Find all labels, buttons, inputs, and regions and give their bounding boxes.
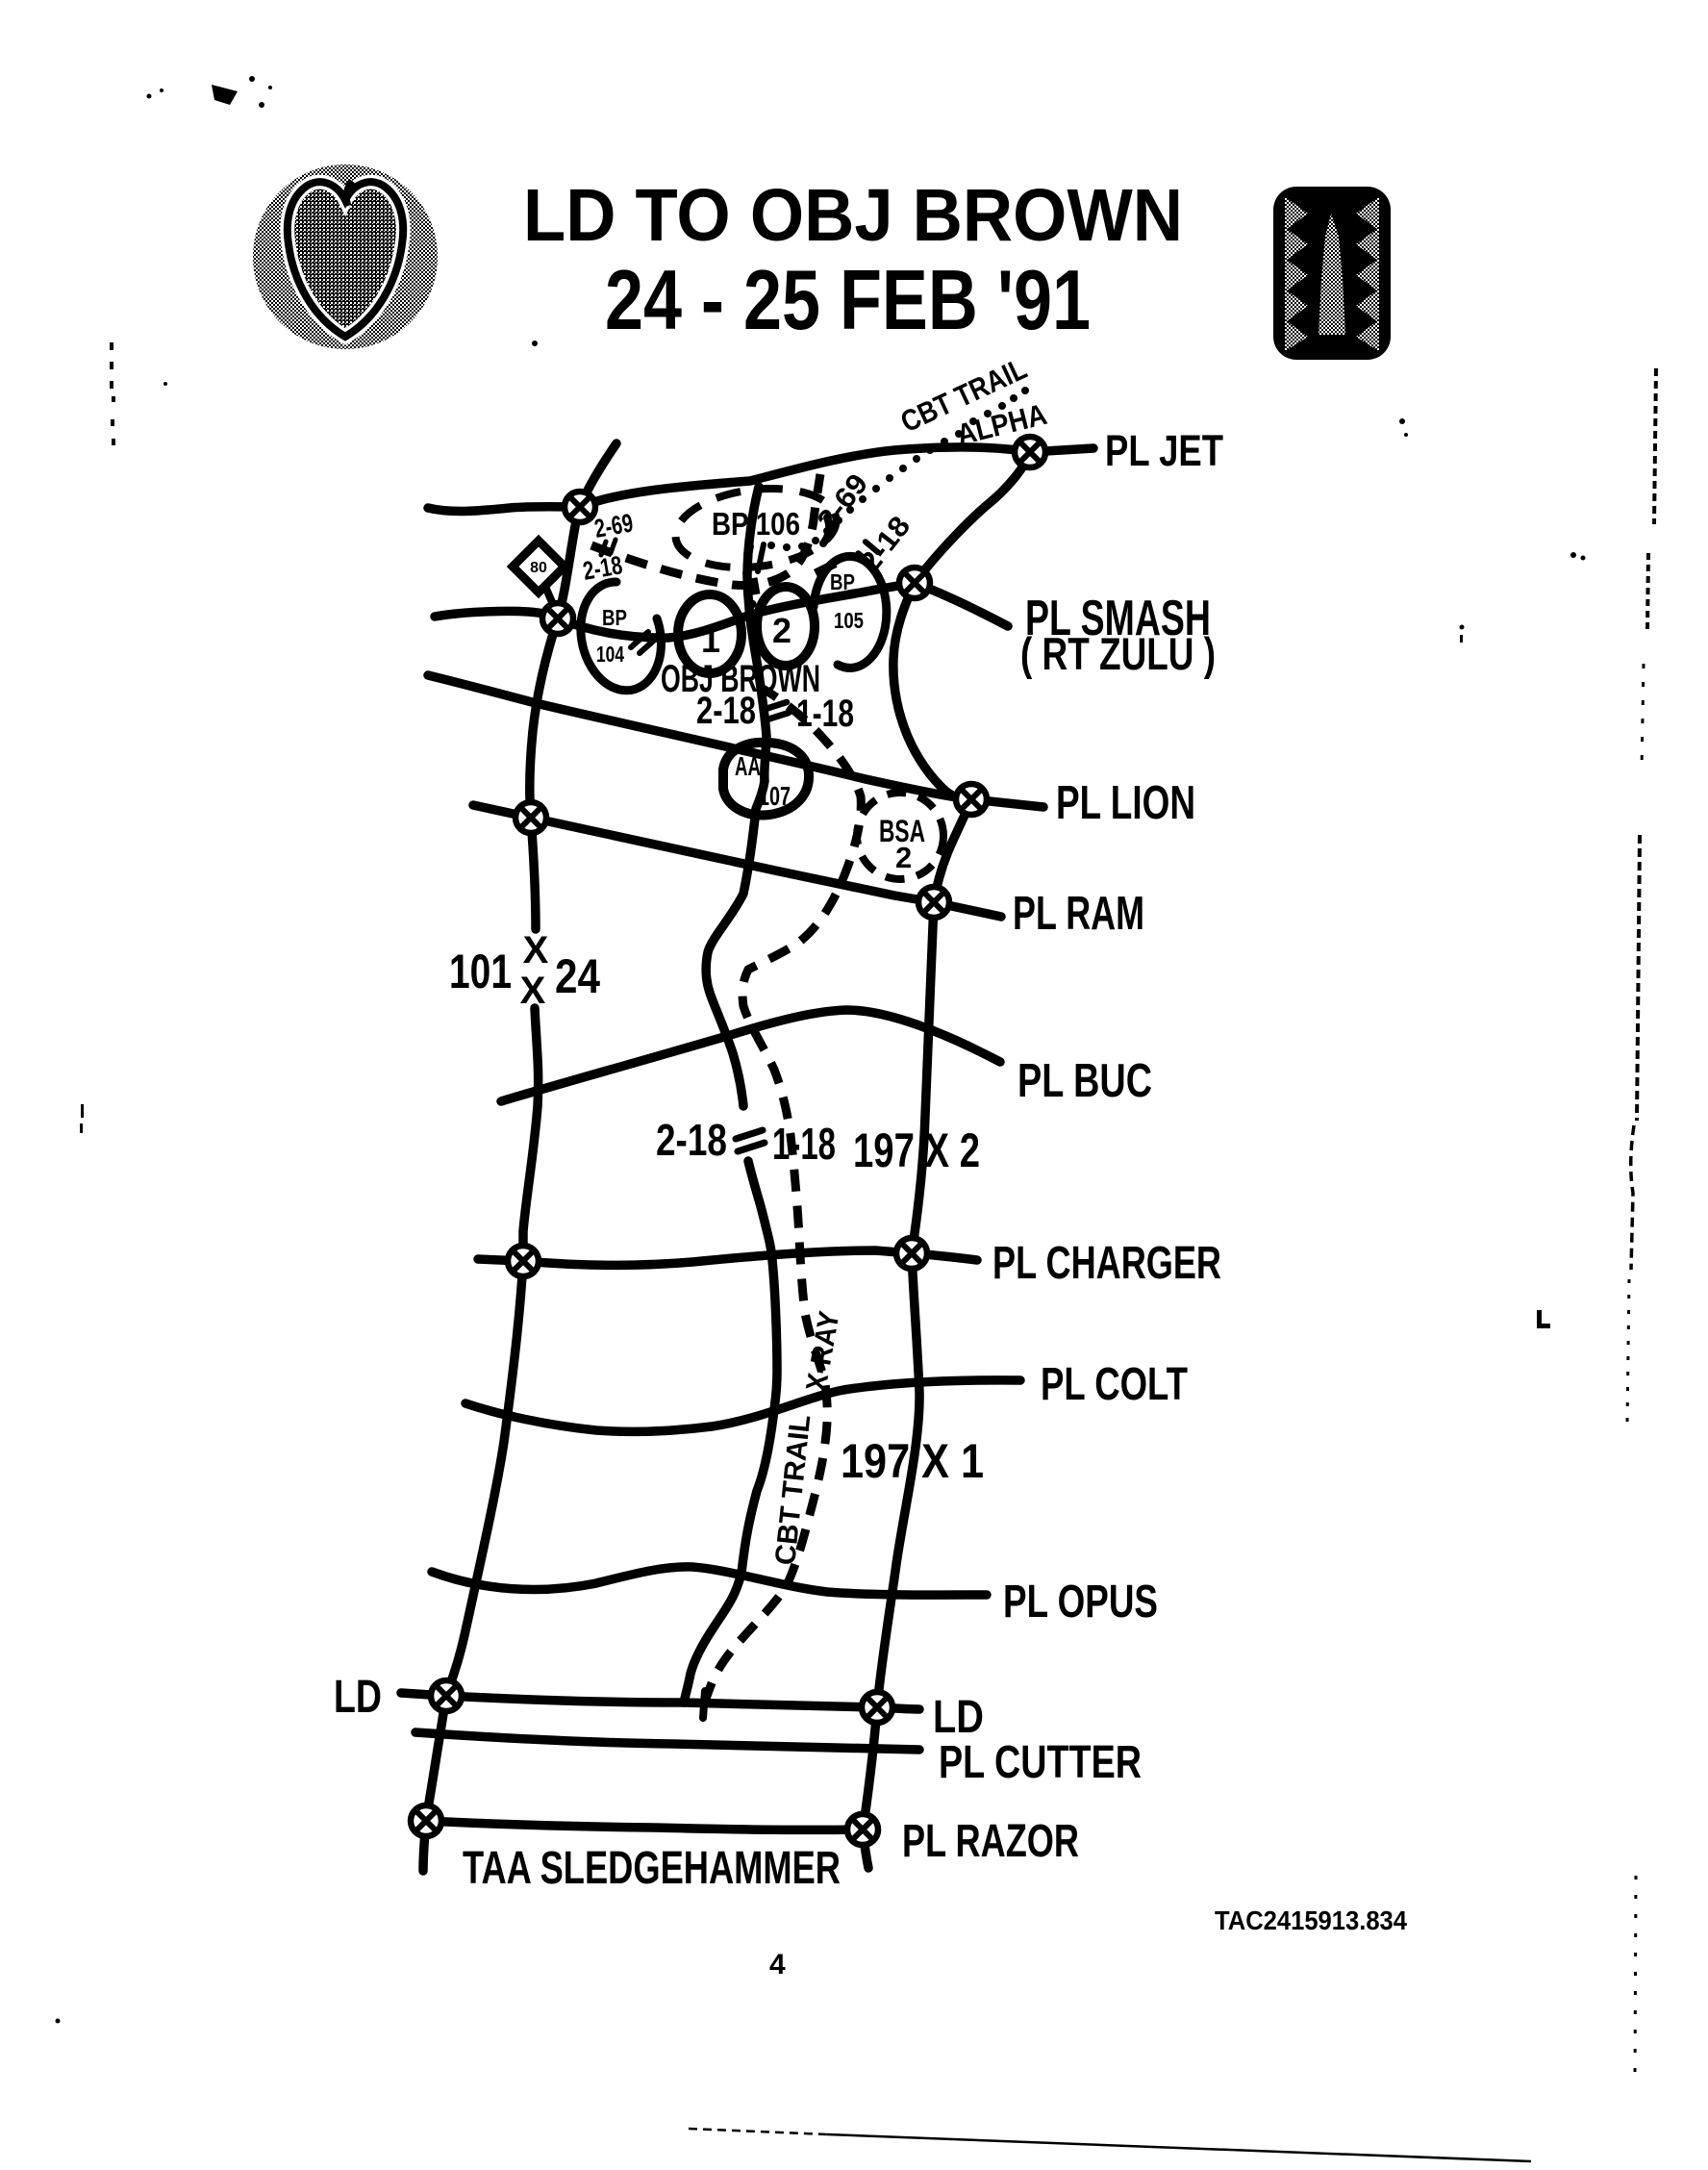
svg-text:24: 24: [555, 949, 600, 1003]
svg-text:PL LION: PL LION: [1056, 777, 1195, 829]
svg-text:PL COLT: PL COLT: [1041, 1359, 1188, 1410]
svg-text:LD: LD: [334, 1672, 382, 1723]
svg-text:2-18: 2-18: [581, 550, 625, 586]
svg-text:TAC2415913.834: TAC2415913.834: [1215, 1905, 1407, 1935]
svg-text:80: 80: [530, 560, 547, 576]
svg-text:2-69: 2-69: [592, 508, 636, 542]
svg-text:107: 107: [759, 781, 791, 811]
svg-text:( RT ZULU ): ( RT ZULU ): [1020, 628, 1216, 679]
svg-text:PL CUTTER: PL CUTTER: [939, 1737, 1142, 1788]
svg-text:2-18: 2-18: [696, 690, 756, 732]
svg-text:1-18: 1-18: [772, 1119, 836, 1169]
svg-text:1: 1: [701, 620, 720, 660]
svg-text:24 - 25 FEB '91: 24 - 25 FEB '91: [605, 252, 1091, 347]
svg-text:X: X: [520, 970, 546, 1012]
svg-text:PL CHARGER: PL CHARGER: [992, 1238, 1221, 1289]
svg-text:104: 104: [596, 642, 624, 667]
svg-text:LD TO OBJ BROWN: LD TO OBJ BROWN: [523, 174, 1183, 257]
svg-text:BSA: BSA: [879, 814, 925, 848]
svg-text:LD: LD: [933, 1692, 984, 1743]
svg-text:BP: BP: [830, 569, 855, 594]
svg-text:OBJ BROWN: OBJ BROWN: [661, 658, 820, 700]
svg-text:105: 105: [834, 608, 864, 633]
svg-text:X: X: [523, 929, 549, 971]
svg-text:PL JET: PL JET: [1105, 426, 1223, 475]
svg-text:1-18: 1-18: [796, 693, 854, 735]
svg-text:BP 106: BP 106: [712, 506, 800, 542]
svg-text:197 X 1: 197 X 1: [841, 1434, 984, 1488]
svg-text:PL OPUS: PL OPUS: [1003, 1577, 1158, 1628]
svg-text:AA: AA: [735, 751, 761, 781]
svg-text:BP: BP: [602, 605, 627, 630]
svg-text:2: 2: [895, 841, 912, 874]
svg-text:2-18: 2-18: [656, 1115, 727, 1165]
svg-text:4: 4: [769, 1949, 786, 1981]
svg-text:PL SMASH: PL SMASH: [1025, 591, 1211, 646]
svg-text:2: 2: [772, 611, 791, 650]
svg-text:TAA SLEDGEHAMMER: TAA SLEDGEHAMMER: [463, 1843, 841, 1894]
svg-text:PL RAM: PL RAM: [1013, 888, 1144, 940]
svg-text:PL RAZOR: PL RAZOR: [902, 1816, 1079, 1867]
svg-text:PL BUC: PL BUC: [1017, 1055, 1152, 1107]
svg-text:197 X 2: 197 X 2: [853, 1123, 980, 1177]
svg-text:101: 101: [449, 945, 512, 998]
